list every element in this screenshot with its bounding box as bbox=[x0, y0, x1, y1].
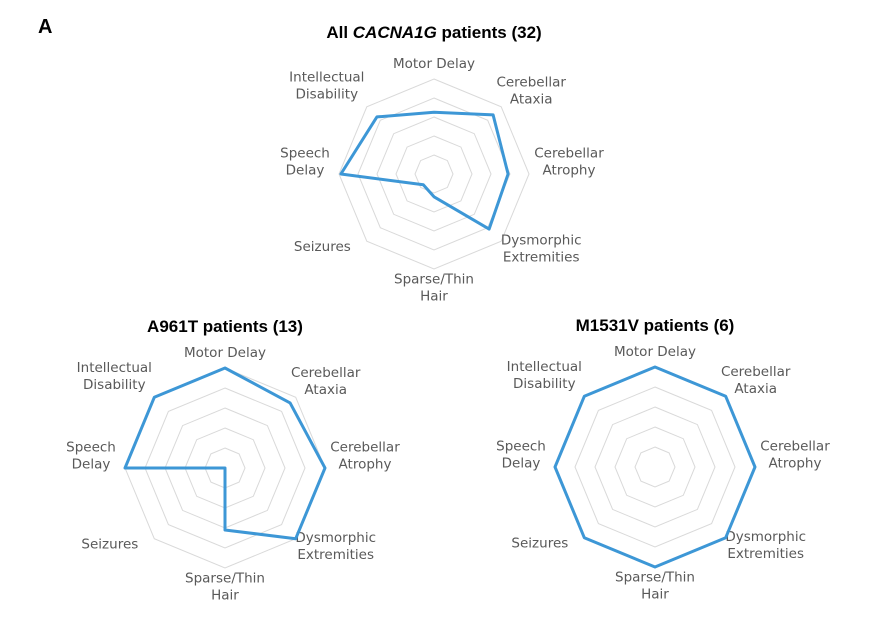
chart-title-part: patients (32) bbox=[437, 23, 542, 42]
category-label-line: Dysmorphic bbox=[725, 529, 806, 545]
category-label-line: Ataxia bbox=[510, 91, 553, 107]
grid-ring bbox=[574, 386, 736, 548]
category-label-line: Delay bbox=[72, 457, 111, 473]
series-line bbox=[553, 365, 757, 569]
radar-chart-2: A961T patients (13) Motor DelayCerebellar… bbox=[66, 317, 400, 604]
category-label-line: Dysmorphic bbox=[501, 233, 582, 249]
category-label-line: Speech bbox=[496, 439, 546, 455]
category-label-line: Extremities bbox=[297, 547, 374, 563]
category-label-line: Ataxia bbox=[734, 381, 777, 397]
category-label-line: Sparse/Thin bbox=[615, 570, 695, 586]
grid-ring bbox=[144, 387, 306, 549]
category-label-line: Motor Delay bbox=[614, 344, 696, 360]
category-label-line: Disability bbox=[83, 377, 146, 393]
category-label: Seizures bbox=[294, 239, 351, 255]
category-label: Motor Delay bbox=[184, 345, 266, 361]
category-label-line: Cerebellar bbox=[534, 146, 604, 162]
category-label-line: Hair bbox=[211, 588, 239, 604]
chart-title: A961T patients (13) bbox=[147, 317, 303, 336]
category-label-line: Atrophy bbox=[339, 457, 392, 473]
category-label-line: Hair bbox=[641, 587, 669, 603]
category-label-line: Cerebellar bbox=[330, 440, 400, 456]
category-label-line: Speech bbox=[66, 440, 116, 456]
category-label-line: Cerebellar bbox=[496, 74, 566, 90]
category-label-line: Intellectual bbox=[289, 69, 364, 85]
category-label: Seizures bbox=[81, 537, 138, 553]
chart-title-part: CACNA1G bbox=[353, 23, 437, 42]
radar-chart-1: All CACNA1G patients (32) Motor DelayCere… bbox=[280, 23, 604, 305]
grid-ring bbox=[376, 116, 492, 232]
category-label-line: Intellectual bbox=[507, 359, 582, 375]
panel-label: A bbox=[38, 16, 52, 38]
chart-title-part: M1531V patients (6) bbox=[576, 316, 735, 335]
category-label-line: Cerebellar bbox=[721, 364, 791, 380]
category-label-line: Cerebellar bbox=[291, 365, 361, 381]
grid-ring bbox=[614, 426, 696, 508]
category-label-line: Dysmorphic bbox=[295, 530, 376, 546]
category-label-line: Seizures bbox=[294, 239, 351, 255]
category-label: Motor Delay bbox=[393, 56, 475, 72]
category-label-line: Sparse/Thin bbox=[394, 272, 474, 288]
category-label-line: Sparse/Thin bbox=[185, 571, 265, 587]
category-label-line: Delay bbox=[502, 456, 541, 472]
grid-ring bbox=[395, 135, 473, 213]
series-line bbox=[123, 366, 327, 541]
category-label: Motor Delay bbox=[614, 344, 696, 360]
category-label-line: Cerebellar bbox=[760, 439, 830, 455]
grid-ring bbox=[414, 154, 454, 194]
grid-ring bbox=[594, 406, 716, 528]
chart-title: M1531V patients (6) bbox=[576, 316, 735, 335]
category-label-line: Extremities bbox=[727, 546, 804, 562]
chart-title-part: All bbox=[326, 23, 352, 42]
grid-ring bbox=[338, 78, 530, 270]
category-label-line: Delay bbox=[286, 163, 325, 179]
category-label-line: Disability bbox=[296, 86, 359, 102]
category-label-line: Atrophy bbox=[543, 163, 596, 179]
grid-ring bbox=[357, 97, 511, 251]
category-label-line: Seizures bbox=[511, 536, 568, 552]
grid-ring bbox=[634, 446, 676, 488]
category-label: Seizures bbox=[511, 536, 568, 552]
series-line bbox=[339, 110, 510, 231]
radar-chart-3: M1531V patients (6) Motor DelayCerebellar… bbox=[496, 316, 830, 603]
category-label-line: Intellectual bbox=[77, 360, 152, 376]
category-label-line: Extremities bbox=[503, 250, 580, 266]
category-label-line: Disability bbox=[513, 376, 576, 392]
chart-title: All CACNA1G patients (32) bbox=[326, 23, 541, 42]
chart-title-part: A961T patients (13) bbox=[147, 317, 303, 336]
category-label-line: Hair bbox=[420, 289, 448, 305]
category-label-line: Atrophy bbox=[769, 456, 822, 472]
category-label-line: Seizures bbox=[81, 537, 138, 553]
category-label-line: Ataxia bbox=[304, 382, 347, 398]
category-label-line: Motor Delay bbox=[184, 345, 266, 361]
category-label-line: Motor Delay bbox=[393, 56, 475, 72]
category-label-line: Speech bbox=[280, 146, 330, 162]
